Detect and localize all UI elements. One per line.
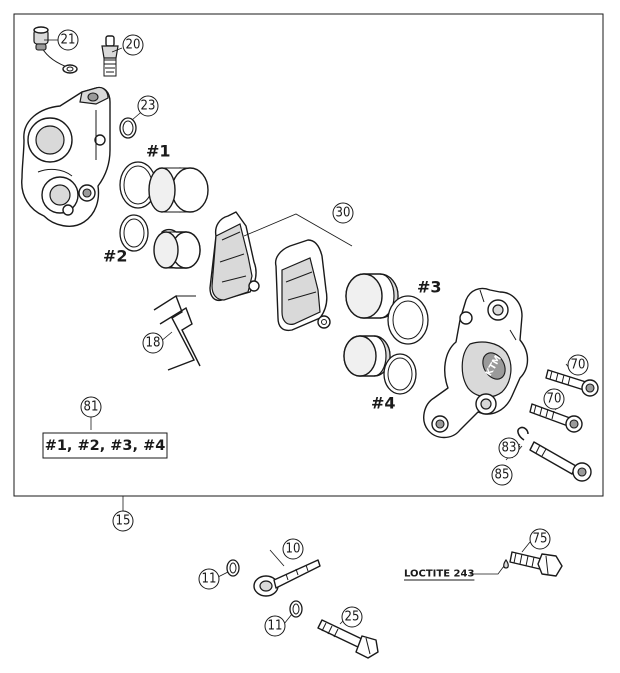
caliper-half-right: KTM <box>423 287 529 439</box>
axle-bolt <box>529 441 592 482</box>
pad-spring <box>153 294 201 371</box>
bleeder-cap <box>33 26 78 74</box>
seal-3 <box>387 295 429 345</box>
seal-kit-box: #1, #2, #3, #4 <box>42 432 168 459</box>
callout-85: 85 <box>491 464 513 486</box>
piston-right-upper <box>345 273 399 319</box>
seal-2 <box>119 214 149 252</box>
tag-seal-4: #4 <box>371 394 396 413</box>
washer-upper <box>226 559 240 577</box>
callout-23: 23 <box>137 95 159 117</box>
callout-81: 81 <box>80 396 102 418</box>
svg-text:11: 11 <box>268 619 283 634</box>
callout-20: 20 <box>122 34 144 56</box>
callout-10: 10 <box>282 538 304 560</box>
svg-text:70: 70 <box>571 358 586 373</box>
svg-text:83: 83 <box>502 441 517 456</box>
svg-text:20: 20 <box>126 38 141 53</box>
svg-text:23: 23 <box>141 99 156 114</box>
mounting-bolt-lower <box>529 403 583 433</box>
tag-seal-1: #1 <box>146 142 171 161</box>
callout-75: 75 <box>529 528 551 550</box>
seal-kit-label: #1, #2, #3, #4 <box>45 438 166 454</box>
callout-70-lower: 70 <box>543 388 565 410</box>
svg-text:85: 85 <box>495 468 510 483</box>
seal-4 <box>383 353 417 395</box>
callout-70-upper: 70 <box>567 354 589 376</box>
svg-text:21: 21 <box>61 33 76 48</box>
bracket-bolt <box>317 619 379 659</box>
assembly-frame <box>13 13 604 497</box>
brake-pad-left <box>209 211 260 302</box>
callout-21: 21 <box>57 29 79 51</box>
svg-text:15: 15 <box>116 514 131 529</box>
loctite-label: LOCTITE 243 <box>404 569 474 580</box>
svg-text:70: 70 <box>547 392 562 407</box>
svg-text:18: 18 <box>146 336 161 351</box>
piston-left-upper <box>148 167 209 213</box>
svg-text:25: 25 <box>345 610 360 625</box>
callout-83: 83 <box>498 437 520 459</box>
piston-right-lower <box>343 335 391 377</box>
brake-pad-right <box>274 239 331 332</box>
callout-18: 18 <box>142 332 164 354</box>
callout-11-lower: 11 <box>264 615 286 637</box>
washer-lower <box>289 600 303 618</box>
callout-15: 15 <box>112 510 134 532</box>
callout-25: 25 <box>341 606 363 628</box>
callout-11-upper: 11 <box>198 568 220 590</box>
svg-text:11: 11 <box>202 572 217 587</box>
caliper-half-left <box>21 86 111 227</box>
mounting-bolt-upper <box>545 369 599 397</box>
loctite-drop <box>503 558 509 569</box>
svg-text:30: 30 <box>336 206 351 221</box>
bleeder-screw <box>101 35 119 77</box>
banjo-bolt <box>253 559 321 597</box>
tag-seal-3: #3 <box>417 278 442 297</box>
tag-seal-2: #2 <box>103 247 128 266</box>
callout-30: 30 <box>332 202 354 224</box>
caliper-bolt <box>509 551 563 577</box>
svg-text:10: 10 <box>286 542 301 557</box>
piston-left-lower <box>153 228 201 269</box>
svg-text:75: 75 <box>533 532 548 547</box>
svg-text:81: 81 <box>84 400 99 415</box>
circlip <box>517 426 529 441</box>
